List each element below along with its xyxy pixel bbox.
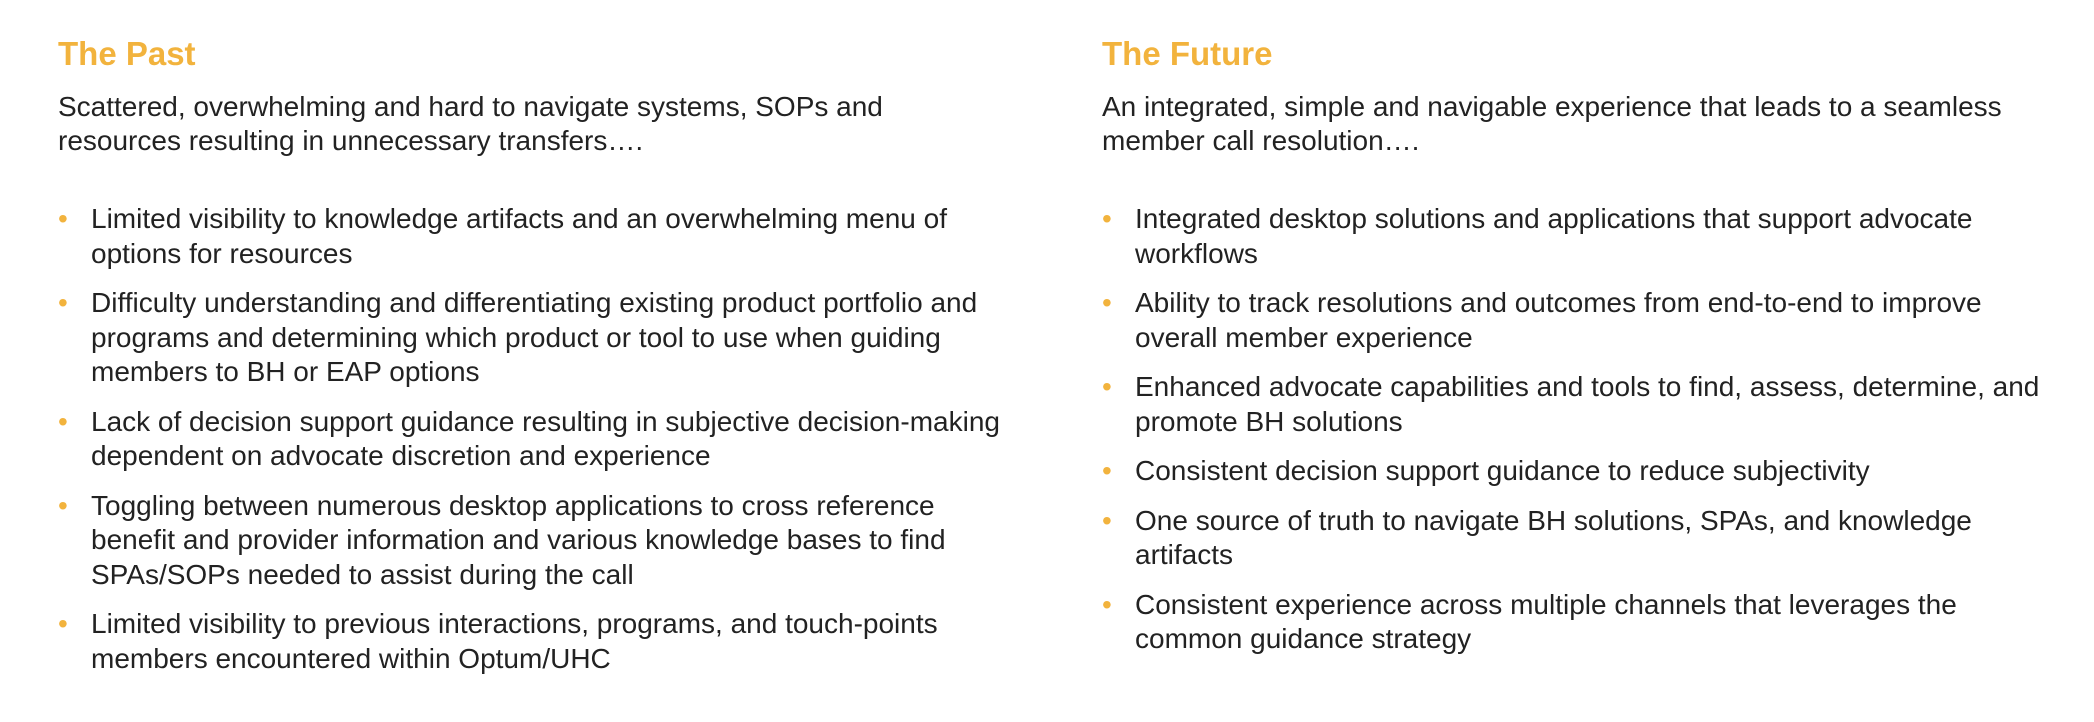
future-bullet-item: • Integrated desktop solutions and appli…	[1102, 202, 2062, 271]
bullet-dot-icon: •	[58, 287, 68, 318]
future-bullet-text: Integrated desktop solutions and applica…	[1135, 203, 1973, 269]
past-bullet-item: • Lack of decision support guidance resu…	[58, 405, 1008, 474]
past-bullet-text: Limited visibility to previous interacti…	[91, 608, 938, 674]
future-column: The Future An integrated, simple and nav…	[1102, 34, 2062, 672]
future-bullet-text: Consistent experience across multiple ch…	[1135, 588, 1957, 655]
past-bullet-text: Lack of decision support guidance result…	[91, 405, 1000, 472]
past-bullet-item: • Toggling between numerous desktop appl…	[58, 489, 1008, 593]
past-bullet-text: Limited visibility to knowledge artifact…	[91, 203, 947, 269]
past-heading: The Past	[58, 35, 196, 72]
bullet-dot-icon: •	[1102, 588, 1112, 620]
bullet-dot-icon: •	[58, 608, 68, 639]
past-bullet-list: • Limited visibility to knowledge artifa…	[58, 202, 1008, 676]
future-bullet-item: • Consistent experience across multiple …	[1102, 588, 2062, 657]
past-bullet-item: • Difficulty understanding and different…	[58, 286, 1008, 390]
bullet-dot-icon: •	[58, 489, 68, 521]
future-intro: An integrated, simple and navigable expe…	[1102, 91, 2002, 156]
bullet-dot-icon: •	[1102, 203, 1112, 234]
future-heading: The Future	[1102, 35, 1273, 72]
past-column: The Past Scattered, overwhelming and har…	[58, 34, 1008, 691]
future-bullet-item: • Ability to track resolutions and outco…	[1102, 286, 2062, 355]
past-intro: Scattered, overwhelming and hard to navi…	[58, 91, 883, 156]
bullet-dot-icon: •	[1102, 455, 1112, 486]
future-bullet-text: Ability to track resolutions and outcome…	[1135, 287, 1982, 353]
future-bullet-item: • Consistent decision support guidance t…	[1102, 454, 2062, 489]
future-bullet-text: Enhanced advocate capabilities and tools…	[1135, 371, 2040, 437]
past-bullet-text: Toggling between numerous desktop applic…	[91, 489, 946, 590]
past-bullet-item: • Limited visibility to knowledge artifa…	[58, 202, 1008, 271]
bullet-dot-icon: •	[1102, 287, 1112, 318]
bullet-dot-icon: •	[1102, 371, 1112, 402]
future-bullet-list: • Integrated desktop solutions and appli…	[1102, 202, 2062, 657]
future-bullet-text: One source of truth to navigate BH solut…	[1135, 504, 1972, 571]
future-bullet-item: • Enhanced advocate capabilities and too…	[1102, 370, 2062, 439]
future-bullet-text: Consistent decision support guidance to …	[1135, 455, 1870, 486]
past-bullet-item: • Limited visibility to previous interac…	[58, 607, 1008, 676]
past-bullet-text: Difficulty understanding and differentia…	[91, 287, 978, 387]
bullet-dot-icon: •	[1102, 504, 1112, 536]
bullet-dot-icon: •	[58, 203, 68, 234]
bullet-dot-icon: •	[58, 405, 68, 437]
future-bullet-item: • One source of truth to navigate BH sol…	[1102, 504, 2062, 573]
